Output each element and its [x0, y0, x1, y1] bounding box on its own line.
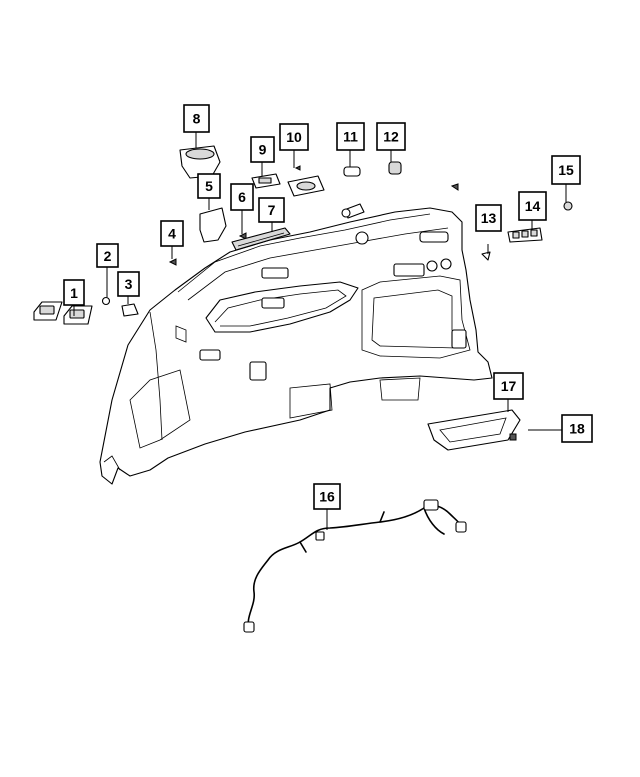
- callout-2-label: 2: [104, 248, 112, 264]
- part-15-clip: [563, 201, 573, 211]
- callout-5-label: 5: [205, 178, 213, 194]
- part-12-grommet: [388, 161, 402, 175]
- callout-17-label: 17: [501, 378, 517, 394]
- callout-12: 12: [376, 122, 406, 151]
- callout-8: 8: [183, 104, 210, 133]
- callout-7: 7: [258, 197, 285, 223]
- callout-7-label: 7: [268, 202, 276, 218]
- callout-13-label: 13: [481, 210, 497, 226]
- part-9-switch: [251, 173, 281, 189]
- part-17-storage-tray: [427, 409, 521, 451]
- part-6-marker: [238, 232, 247, 240]
- callout-18-label: 18: [569, 421, 585, 437]
- part-5-cover: [199, 207, 227, 243]
- callout-4: 4: [160, 220, 184, 247]
- callout-11-label: 11: [343, 129, 358, 145]
- part-8-cup-holder: [179, 145, 221, 179]
- part-18-bracket: [509, 433, 517, 441]
- callout-4-label: 4: [168, 226, 176, 242]
- part-16-wiring-harness: [243, 499, 467, 633]
- part-2-clip: [101, 296, 111, 306]
- callout-15-label: 15: [558, 162, 574, 178]
- callout-16: 16: [313, 483, 341, 510]
- callout-10-label: 10: [286, 129, 302, 145]
- callout-1: 1: [63, 279, 85, 306]
- callout-17: 17: [493, 372, 524, 400]
- callout-13: 13: [475, 204, 502, 232]
- callout-15: 15: [551, 155, 581, 185]
- callout-6-label: 6: [238, 189, 246, 205]
- quarter-trim-panel: [99, 207, 493, 485]
- leader-lines: [73, 132, 567, 530]
- callout-2: 2: [96, 243, 119, 268]
- callout-10: 10: [279, 123, 309, 151]
- part-11-plug: [343, 166, 361, 177]
- callout-6: 6: [230, 183, 254, 211]
- callout-3: 3: [117, 271, 140, 297]
- callout-14: 14: [518, 191, 547, 221]
- part-10-outlet-bezel: [287, 165, 325, 197]
- callout-1-label: 1: [70, 285, 78, 301]
- callout-9-label: 9: [259, 142, 267, 158]
- callout-16-label: 16: [319, 489, 335, 505]
- part-1-switch-pair: [33, 301, 93, 325]
- part-4-marker: [168, 258, 177, 266]
- callout-11: 11: [336, 122, 365, 151]
- callout-12-label: 12: [383, 129, 399, 145]
- callout-18: 18: [561, 414, 593, 443]
- part-13-fastener: [481, 251, 491, 261]
- callout-5: 5: [197, 173, 221, 199]
- callout-14-label: 14: [525, 198, 541, 214]
- callout-9: 9: [250, 136, 275, 163]
- callout-3-label: 3: [125, 276, 133, 292]
- callout-8-label: 8: [193, 111, 201, 127]
- part-3-cap: [121, 303, 139, 317]
- part-7-trim-strip: [231, 227, 291, 251]
- small-marker: [450, 183, 459, 191]
- socket-connector: [341, 203, 365, 219]
- part-14-switch-bank: [507, 227, 543, 243]
